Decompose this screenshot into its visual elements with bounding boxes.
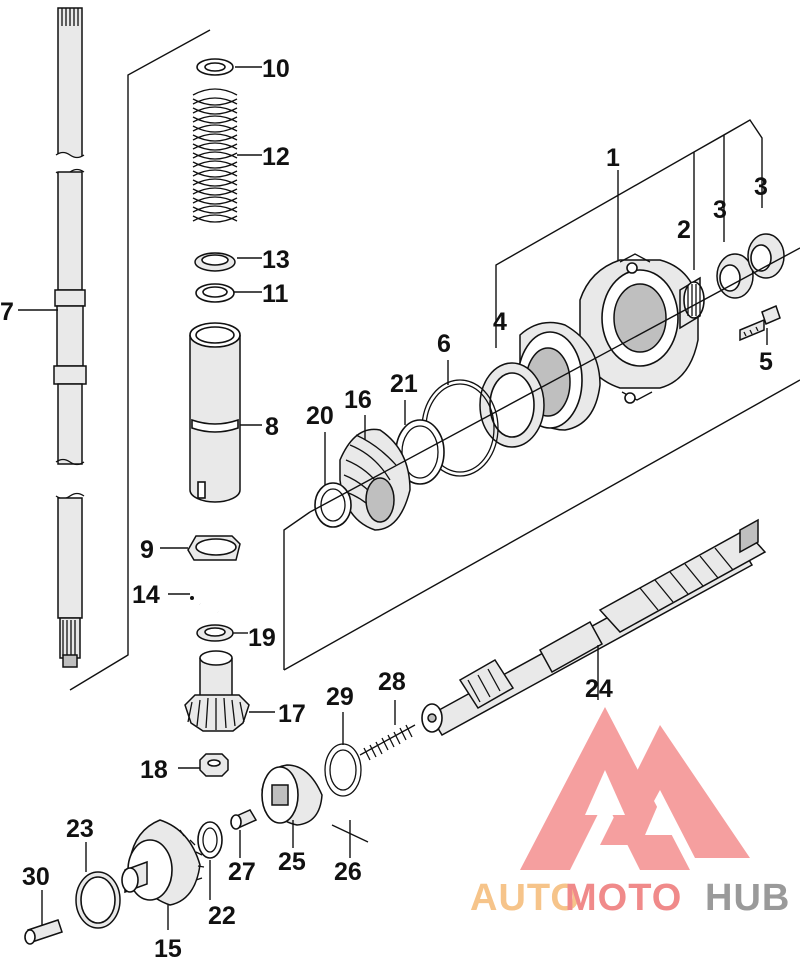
part-5-bolt	[739, 304, 781, 342]
callout-16: 16	[344, 386, 372, 414]
part-19-washer	[196, 624, 234, 642]
leader-lines	[18, 66, 768, 930]
part-13-ring	[194, 252, 236, 272]
part-18-nut	[199, 753, 229, 777]
bracket-line-shaft-group	[69, 29, 211, 691]
callout-19: 19	[248, 624, 276, 652]
part-27-plunger	[230, 809, 258, 830]
callout-9: 9	[140, 536, 154, 564]
watermark-text-moto: MOTO	[565, 877, 682, 919]
part-23-thrust-washer	[75, 871, 121, 929]
callout-11: 11	[262, 280, 289, 308]
callout-8: 8	[265, 413, 279, 441]
callout-18: 18	[140, 756, 168, 784]
part-11-ring	[195, 283, 235, 303]
callout-5: 5	[759, 348, 773, 376]
callout-14: 14	[132, 581, 160, 609]
part-29-ring	[324, 743, 362, 797]
part-4-bearing-race	[479, 362, 545, 448]
bracket-line-propeller-shaft-group	[283, 247, 800, 671]
callout-15: 15	[154, 935, 182, 959]
callout-29: 29	[326, 683, 354, 711]
part-14-circlip	[190, 587, 256, 614]
callout-25: 25	[278, 848, 306, 876]
part-25-dog-clutch	[261, 764, 323, 826]
part-15-forward-gear	[121, 819, 205, 906]
part-30-pin	[24, 919, 63, 945]
callout-20: 20	[306, 402, 334, 430]
part-1-bearing-housing	[579, 253, 699, 404]
watermark-text-hub: HUB	[705, 877, 790, 919]
callout-27: 27	[228, 858, 256, 886]
part-3-oil-seal-b	[747, 233, 785, 279]
callout-7: 7	[0, 298, 14, 326]
callout-12: 12	[262, 143, 290, 171]
part-16-bevel-gear	[339, 428, 411, 531]
part-17-pinion-gear	[184, 650, 250, 732]
part-22-washer	[197, 821, 223, 859]
part-10-washer	[196, 58, 234, 76]
watermark-logo	[520, 707, 750, 870]
callout-2: 2	[677, 216, 691, 244]
part-9-plate	[187, 535, 241, 561]
callout-13: 13	[262, 246, 290, 274]
watermark-text-auto: AUTO	[470, 877, 581, 919]
callout-26: 26	[334, 858, 362, 886]
logo-triangle-right	[600, 725, 750, 858]
callout-6: 6	[437, 330, 451, 358]
callout-3-seal-b: 3	[754, 173, 768, 201]
callout-30: 30	[22, 863, 50, 891]
part-20-shim	[314, 482, 352, 528]
bracket-line-gear-group	[283, 511, 311, 670]
part-24-propeller-shaft	[421, 518, 767, 737]
part-7-drive-shaft	[53, 7, 87, 668]
callout-23: 23	[66, 815, 94, 843]
callout-10: 10	[262, 55, 290, 83]
part-8-sleeve	[189, 322, 241, 503]
bracket-line-housing-group	[495, 119, 763, 348]
callout-22: 22	[208, 902, 236, 930]
part-2-needle-bearing	[679, 276, 705, 330]
callout-28: 28	[378, 668, 406, 696]
callout-4: 4	[493, 308, 507, 336]
callout-17: 17	[278, 700, 306, 728]
part-28-spring	[359, 724, 416, 761]
callout-1: 1	[606, 144, 620, 172]
callout-24: 24	[585, 675, 613, 703]
callout-3-seal-a: 3	[713, 196, 727, 224]
part-3-oil-seal-a	[716, 253, 754, 299]
callout-21: 21	[390, 370, 418, 398]
part-12-spring	[192, 88, 238, 230]
